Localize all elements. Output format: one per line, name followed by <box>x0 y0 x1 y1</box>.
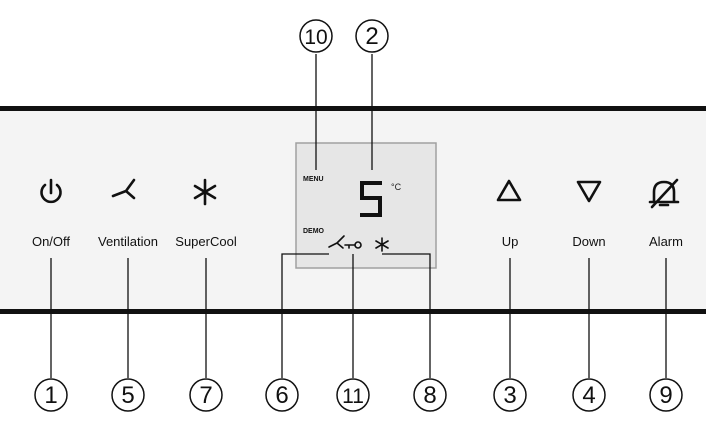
svg-text:2: 2 <box>365 23 378 50</box>
callout-9: 9 <box>649 378 683 412</box>
triangle-up-icon[interactable] <box>496 179 522 202</box>
fan-icon[interactable] <box>111 178 136 200</box>
display-menu-label: MENU <box>303 176 324 183</box>
display-screen <box>295 142 437 269</box>
display-demo-label: DEMO <box>303 228 325 235</box>
svg-text:10: 10 <box>304 26 327 49</box>
svg-text:9: 9 <box>659 382 672 409</box>
callout-7: 7 <box>189 378 223 412</box>
down-label: Down <box>572 234 605 249</box>
power-icon[interactable] <box>40 178 62 204</box>
snowflake-icon[interactable] <box>193 178 217 206</box>
svg-text:6: 6 <box>275 382 288 409</box>
temperature-digit <box>360 181 382 217</box>
callout-1: 1 <box>34 378 68 412</box>
alarm-off-icon[interactable] <box>648 178 680 209</box>
callout-8: 8 <box>413 378 447 412</box>
onoff-label: On/Off <box>32 234 70 249</box>
svg-text:4: 4 <box>582 382 595 409</box>
svg-text:1: 1 <box>44 382 57 409</box>
callout-5: 5 <box>111 378 145 412</box>
triangle-down-icon[interactable] <box>576 180 602 203</box>
panel-top-band <box>0 106 706 111</box>
leader-lines <box>50 54 667 378</box>
svg-text:5: 5 <box>121 382 134 409</box>
callout-11: 11 <box>336 378 370 412</box>
svg-text:8: 8 <box>423 382 436 409</box>
ventilation-label: Ventilation <box>98 234 158 249</box>
callout-4: 4 <box>572 378 606 412</box>
temperature-unit: °C <box>391 182 402 192</box>
alarm-label: Alarm <box>649 234 683 249</box>
display-key-icon <box>344 241 362 249</box>
supercool-label: SuperCool <box>175 234 237 249</box>
svg-text:3: 3 <box>503 382 516 409</box>
svg-text:11: 11 <box>342 385 364 408</box>
display-fan-icon <box>328 235 345 249</box>
callout-3: 3 <box>493 378 527 412</box>
callout-2: 2 <box>355 19 389 53</box>
svg-text:7: 7 <box>199 382 212 409</box>
callout-10: 10 <box>299 19 333 53</box>
callout-6: 6 <box>265 378 299 412</box>
display-snowflake-icon <box>375 237 389 252</box>
up-label: Up <box>502 234 519 249</box>
